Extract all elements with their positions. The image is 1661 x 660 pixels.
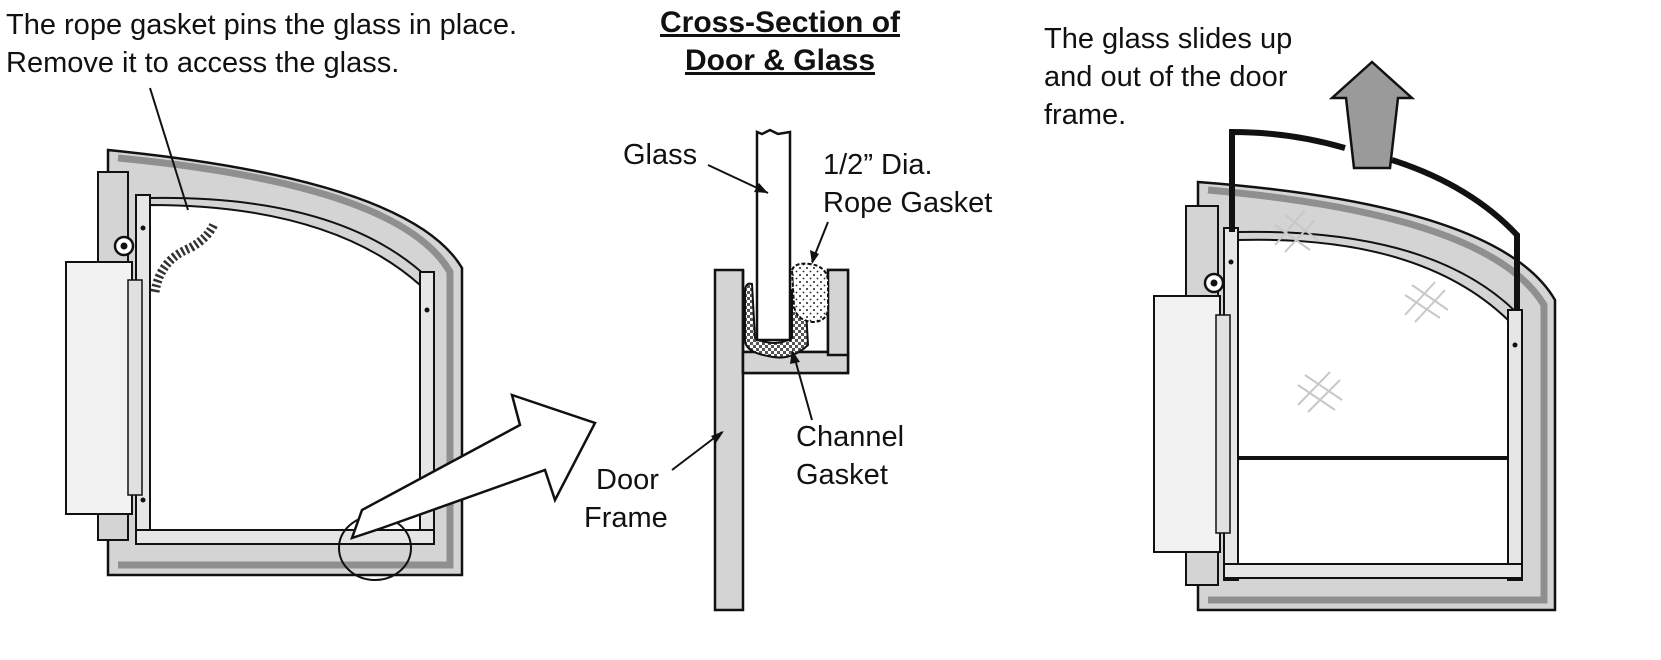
cross-section-rope-gasket (790, 262, 829, 324)
cross-section-door-frame (713, 268, 745, 612)
left-door-arch-line (149, 196, 429, 279)
label-rope-gasket-line-1: 1/2” Dia. (823, 149, 933, 181)
label-channel-gasket-line-1: Channel (796, 421, 905, 453)
glass-reflection-icon (1274, 209, 1449, 413)
left-note-line-2: Remove it to access the glass. (6, 47, 400, 79)
cross-section-glass (755, 128, 792, 342)
right-door-frame-band (1207, 186, 1548, 604)
section-title-line-2: Door & Glass (684, 44, 876, 77)
right-door-raised-glass-outline (1229, 128, 1520, 310)
cross-section (671, 128, 850, 612)
left-door-handle (65, 261, 133, 515)
right-note-line-2: and out of the door (1044, 61, 1288, 93)
section-title-line-1: Cross-Section of (659, 6, 901, 39)
right-note-line-3: frame. (1044, 99, 1127, 131)
label-rope-gasket-line-2: Rope Gasket (823, 187, 993, 219)
label-door-frame-line-1: Door (596, 464, 659, 496)
right-door (1153, 60, 1557, 612)
right-door-handle (1153, 295, 1221, 553)
label-glass: Glass (623, 139, 698, 171)
detail-callout-arrow (349, 393, 597, 540)
label-door-frame-line-2: Frame (584, 502, 668, 534)
left-note-line-1: The rope gasket pins the glass in place. (6, 9, 518, 41)
right-door-glass-area (1237, 238, 1509, 579)
left-door-gasket-leader (149, 87, 189, 211)
left-door-frame-band (117, 154, 454, 569)
up-arrow-icon (1328, 60, 1416, 170)
left-door (65, 87, 597, 581)
left-door-bottom-strip (135, 529, 435, 545)
label-channel-gasket-line-2: Gasket (796, 459, 888, 491)
right-note-line-1: The glass slides up (1044, 23, 1293, 55)
